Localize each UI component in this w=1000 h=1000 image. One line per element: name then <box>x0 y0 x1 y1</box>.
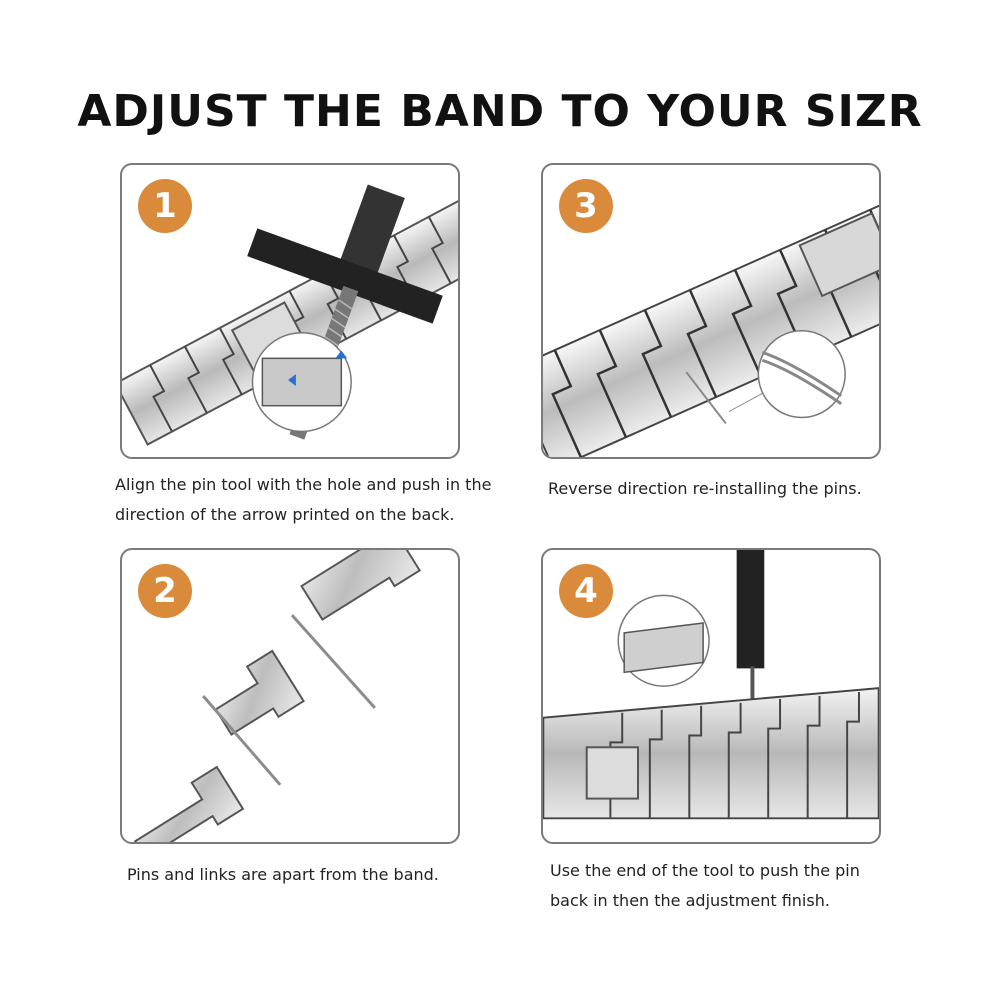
band-with-pin-tool-illustration <box>122 184 458 446</box>
step-3-panel: 3 <box>541 163 881 459</box>
step-1-badge: 1 <box>138 179 192 233</box>
step-4-badge: 4 <box>559 564 613 618</box>
step-1-panel: 1 <box>120 163 460 459</box>
step-2-caption: Pins and links are apart from the band. <box>127 865 439 884</box>
band-final-adjustment-illustration <box>543 550 879 820</box>
step-4-panel: 4 <box>541 548 881 844</box>
step-1-caption: Align the pin tool with the hole and pus… <box>115 475 492 524</box>
step-3-caption: Reverse direction re-installing the pins… <box>548 479 862 498</box>
step-4-caption: Use the end of the tool to push the pin … <box>550 861 860 910</box>
step-2-badge: 2 <box>138 564 192 618</box>
step-2-panel: 2 <box>120 548 460 844</box>
band-reinstalling-pins-illustration <box>543 192 879 457</box>
page-title: ADJUST THE BAND TO YOUR SIZR <box>77 86 923 137</box>
links-and-pins-apart-illustration <box>133 550 422 842</box>
step-3-badge: 3 <box>559 179 613 233</box>
